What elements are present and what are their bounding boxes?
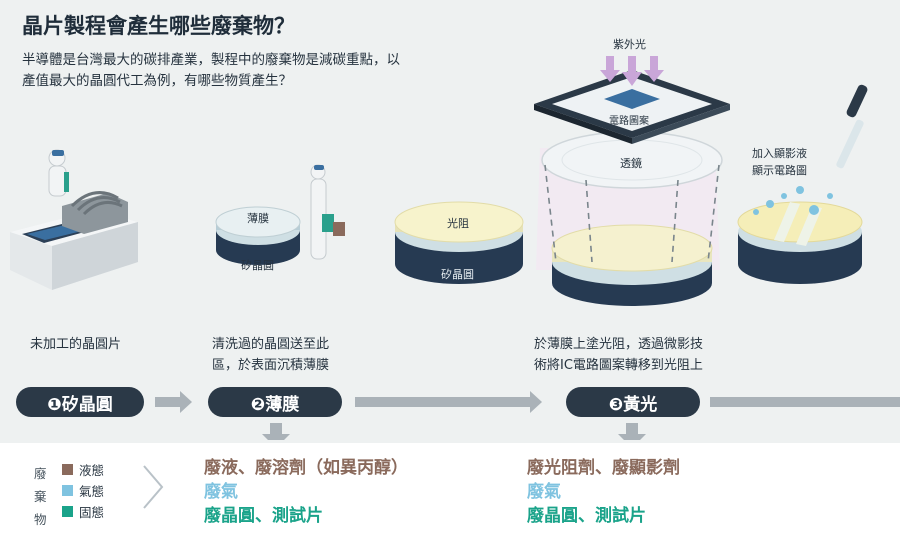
- step3-description-line-1: 於薄膜上塗光阻，透過微影技: [534, 337, 704, 352]
- intro-line-2: 產值最大的晶圓代工為例，有哪些物質產生？: [22, 73, 292, 89]
- wafer-machine-illustration: [10, 149, 138, 290]
- step2-description-line-1: 清洗過的晶圓送至此: [212, 337, 330, 352]
- step3-description: 於薄膜上塗光阻，透過微影技 術將IC電路圖案轉移到光阻上: [534, 334, 703, 376]
- step2-waste: 廢液、廢溶劑（如異丙醇） 廢氣 廢晶圓、測試片: [204, 456, 408, 528]
- step2-description-line-2: 區，於表面沉積薄膜: [212, 358, 330, 373]
- label-lens: 透鏡: [620, 157, 642, 170]
- process-flow-bar: [155, 391, 900, 413]
- label-developer: 加入顯影液 顯示電路圖: [752, 145, 807, 179]
- flow-arrow-2: [530, 391, 542, 413]
- step2-waste-gas: 廢氣: [204, 482, 238, 502]
- solid-swatch: [62, 506, 73, 517]
- intro-text: 半導體是台灣最大的碳排產業，製程中的廢棄物是減碳重點，以 產值最大的晶圓代工為例…: [22, 50, 482, 92]
- step3-waste: 廢光阻劑、廢顯影劑 廢氣 廢晶圓、測試片: [527, 456, 680, 528]
- film-wafer-illustration: [215, 164, 345, 265]
- step-pill-1: ❶矽晶圓: [16, 387, 144, 417]
- page-title: 晶片製程會產生哪些廢棄物？: [22, 14, 295, 38]
- step3-waste-liquid: 廢光阻劑、廢顯影劑: [527, 458, 680, 478]
- step2-waste-solid: 廢晶圓、測試片: [204, 506, 323, 526]
- legend-liquid-label: 液態: [79, 463, 105, 478]
- flow-bar-3: [710, 397, 900, 407]
- step-pill-2: ❷薄膜: [208, 387, 342, 417]
- label-silicon-wafer: 矽晶圓: [241, 259, 274, 272]
- intro-line-1: 半導體是台灣最大的碳排產業，製程中的廢棄物是減碳重點，以: [22, 52, 400, 68]
- legend-item-gas: 氣態: [62, 481, 104, 500]
- flow-arrow-1: [155, 391, 192, 413]
- step2-waste-liquid: 廢液、廢溶劑（如異丙醇）: [204, 458, 408, 478]
- photoresist-wafer-illustration: [394, 201, 524, 284]
- step-pill-3: ❸黃光: [566, 387, 700, 417]
- flow-arrows: [262, 423, 646, 440]
- legend-item-liquid: 液態: [62, 460, 104, 479]
- liquid-swatch: [62, 464, 73, 475]
- label-silicon-wafer-2: 矽晶圓: [441, 268, 474, 281]
- step1-description: 未加工的晶圓片: [30, 337, 122, 352]
- label-film: 薄膜: [247, 212, 269, 225]
- legend-gas-label: 氣態: [79, 484, 105, 499]
- developer-illustration: [737, 84, 868, 284]
- step3-description-line-2: 術將IC電路圖案轉移到光阻上: [534, 358, 703, 373]
- chevron-right-icon: [143, 465, 164, 509]
- step3-waste-solid: 廢晶圓、測試片: [527, 506, 646, 526]
- label-developer-line-2: 顯示電路圖: [752, 164, 807, 177]
- step2-description: 清洗過的晶圓送至此 區，於表面沉積薄膜: [212, 334, 329, 376]
- process-illustration: [10, 56, 868, 440]
- label-photoresist: 光阻: [447, 217, 469, 230]
- legend-title: 廢棄物: [34, 466, 47, 527]
- legend-solid-label: 固態: [79, 505, 105, 520]
- waste-panel: [0, 443, 900, 549]
- lithography-illustration: [534, 56, 730, 306]
- flow-bar-2: [355, 397, 530, 407]
- step3-waste-gas: 廢氣: [527, 482, 561, 502]
- label-developer-line-1: 加入顯影液: [752, 147, 807, 160]
- label-circuit-pattern: 電路圖案: [609, 116, 649, 127]
- gas-swatch: [62, 485, 73, 496]
- legend-item-solid: 固態: [62, 502, 104, 521]
- label-uv: 紫外光: [613, 38, 646, 51]
